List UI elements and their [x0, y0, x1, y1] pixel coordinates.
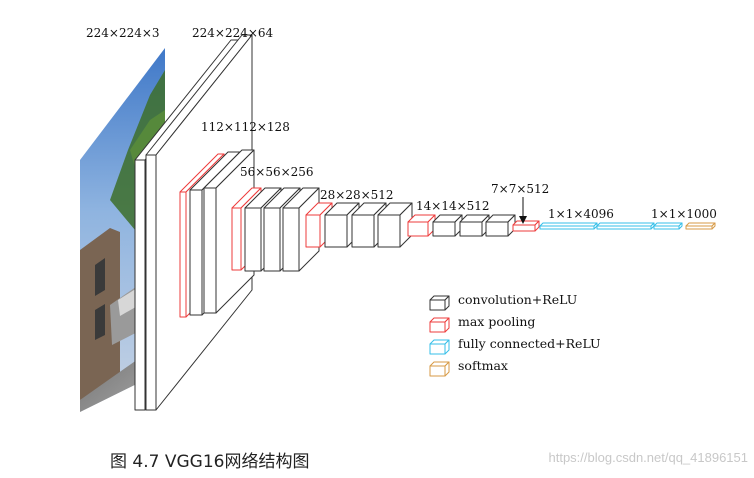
legend-item-pool: max pooling	[429, 314, 535, 333]
fc-2	[596, 222, 655, 230]
block5-conv-1	[432, 214, 463, 237]
block4-conv-3	[377, 202, 413, 248]
block4-conv-1	[324, 202, 360, 248]
legend-label-fc: fully connected+ReLU	[458, 336, 601, 351]
legend-swatch-pool	[429, 317, 450, 333]
fc-3	[653, 222, 683, 230]
label-pool5: 7×7×512	[491, 182, 549, 196]
block5-pool	[407, 214, 436, 237]
input-image	[80, 48, 165, 412]
legend-swatch-fc	[429, 339, 450, 355]
legend-label-conv: convolution+ReLU	[458, 292, 577, 307]
legend-item-fc: fully connected+ReLU	[429, 336, 601, 355]
block5-conv-3	[485, 214, 516, 237]
label-block4: 28×28×512	[320, 188, 394, 202]
block5-conv-2	[459, 214, 490, 237]
label-block5: 14×14×512	[416, 199, 490, 213]
fc-1	[539, 222, 598, 230]
label-block2: 112×112×128	[201, 120, 290, 134]
label-output: 1×1×1000	[651, 207, 717, 221]
legend-swatch-conv	[429, 295, 450, 311]
legend-item-softmax: softmax	[429, 358, 508, 377]
label-input: 224×224×3	[86, 26, 160, 40]
legend-label-pool: max pooling	[458, 314, 535, 329]
figure-caption: 图 4.7 VGG16网络结构图	[110, 452, 310, 472]
legend-label-softmax: softmax	[458, 358, 508, 373]
softmax-layer	[685, 222, 716, 230]
watermark: https://blog.csdn.net/qq_41896151	[548, 450, 749, 465]
legend-swatch-softmax	[429, 361, 450, 377]
label-block3: 56×56×256	[240, 165, 314, 179]
label-fc: 1×1×4096	[548, 207, 614, 221]
label-block1: 224×224×64	[192, 26, 274, 40]
legend-item-conv: convolution+ReLU	[429, 292, 577, 311]
pool5-arrow	[519, 197, 527, 224]
pool5	[512, 220, 540, 232]
